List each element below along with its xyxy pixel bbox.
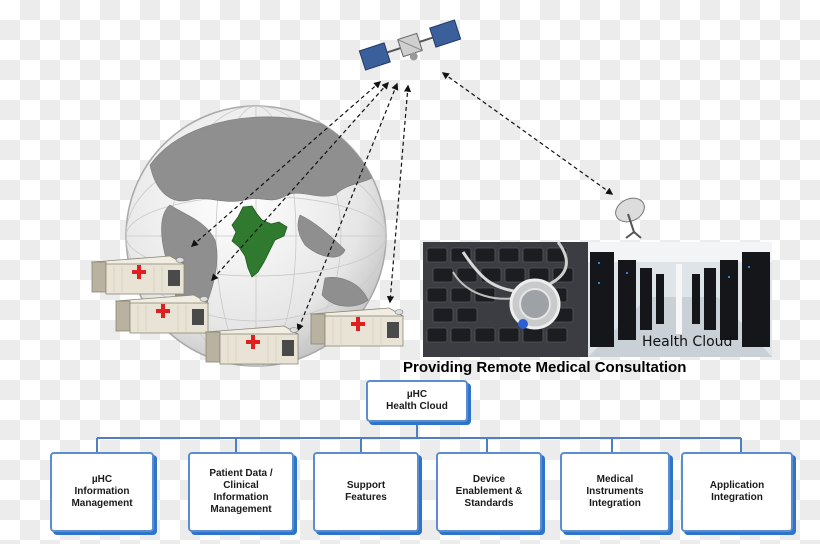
mobile-clinic-icon (114, 294, 210, 334)
node-label: Information Management (71, 486, 133, 509)
node-application-integration[interactable]: Application Integration (681, 452, 793, 532)
node-title: µHC (91, 474, 113, 485)
satellite-dish-icon (615, 197, 645, 239)
node-label: Device Enablement & Standards (455, 474, 523, 509)
root-node-subtitle: Health Cloud (386, 401, 448, 412)
node-label: Support Features (345, 480, 387, 503)
root-node-health-cloud[interactable]: µHC Health Cloud (366, 380, 468, 422)
node-patient-data[interactable]: Patient Data / Clinical Information Mana… (188, 452, 294, 532)
mobile-clinic-icon (309, 307, 405, 347)
mobile-clinics (90, 255, 405, 365)
stethoscope-keyboard-photo (423, 242, 588, 357)
node-label: Patient Data / Clinical Information Mana… (209, 468, 273, 515)
root-node-title: µHC (406, 389, 428, 400)
node-medical-instruments[interactable]: Medical Instruments Integration (560, 452, 670, 532)
satellite-icon (358, 19, 462, 71)
node-uhc-information-management[interactable]: µHC Information Management (50, 452, 154, 532)
satellite-links (190, 72, 614, 332)
mobile-clinic-icon (204, 325, 300, 365)
health-cloud-photo-label: Health Cloud (642, 334, 733, 350)
node-support-features[interactable]: Support Features (313, 452, 419, 532)
mobile-clinic-icon (90, 255, 186, 295)
node-label: Medical Instruments Integration (586, 474, 644, 509)
consultation-caption: Providing Remote Medical Consultation (403, 359, 687, 376)
server-room-photo (588, 242, 772, 357)
node-device-enablement[interactable]: Device Enablement & Standards (436, 452, 542, 532)
hierarchy-connectors (96, 424, 742, 452)
node-label: Application Integration (709, 480, 765, 503)
